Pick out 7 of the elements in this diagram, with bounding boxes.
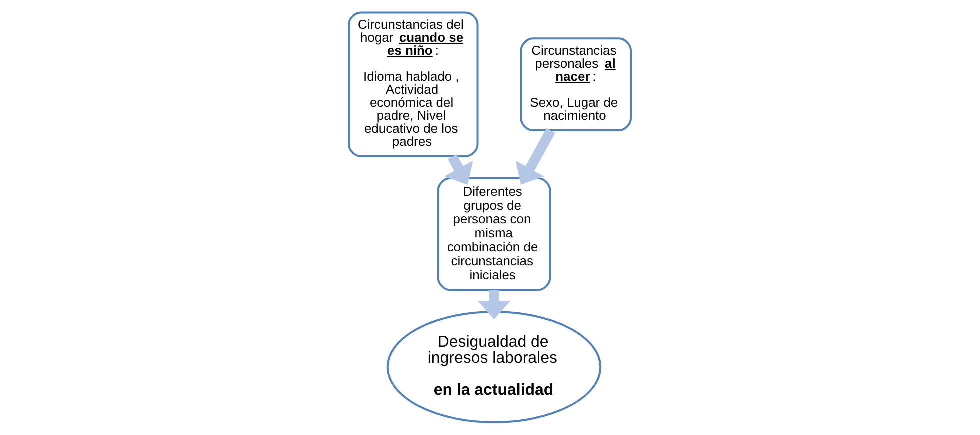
arrow — [516, 128, 556, 185]
node-box: Circunstancias del hogar cuando se es niño: Idioma hablado , Actividad económica del padre, Nivel educativo de los padres — [348, 12, 479, 158]
arrow — [444, 154, 474, 185]
arrow — [478, 290, 510, 320]
node-box: Circunstancias personales al nacer: Sexo, Lugar de nacimiento — [520, 38, 632, 132]
node-ellipse: Desigualdad de ingresos laborales en la actualidad — [386, 311, 602, 424]
node-box: Diferentes grupos de personas con misma combinación de circunstancias iniciales — [437, 177, 552, 292]
